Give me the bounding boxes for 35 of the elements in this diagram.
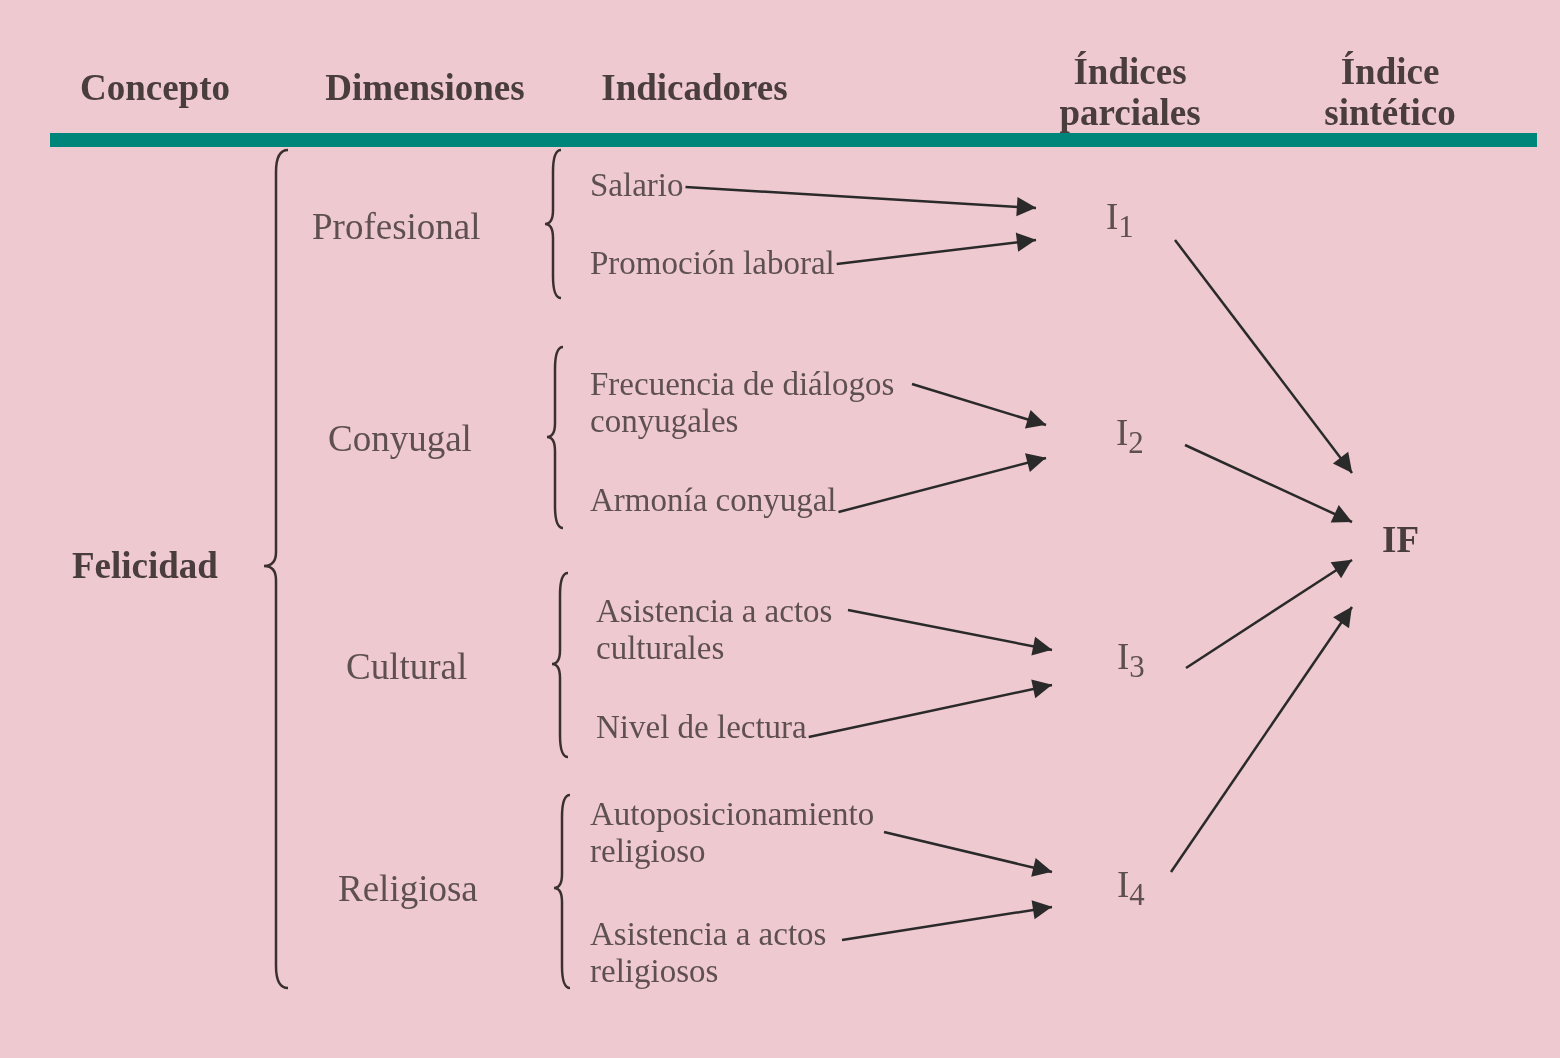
column-header: Dimensiones — [324, 68, 526, 109]
indicator-label: Asistencia a actos culturales — [596, 593, 834, 667]
arrow — [841, 900, 1053, 942]
arrow — [808, 679, 1053, 739]
arrow — [911, 382, 1047, 429]
index-label: I$_{1}$ — [1106, 195, 1134, 245]
arrow — [1169, 606, 1354, 873]
indicator-label: Asistencia a actos religiosos — [590, 916, 828, 990]
arrow — [685, 185, 1037, 217]
column-header: Concepto — [78, 68, 231, 109]
dimension-label: Profesional — [312, 206, 481, 248]
indicator-label: Nivel de lectura — [596, 708, 807, 746]
dimension-label: Religiosa — [338, 868, 478, 910]
indicator-label: Promoción laboral — [590, 244, 835, 282]
column-header: Índice sintético — [1323, 52, 1457, 134]
dimension-label: Conyugal — [328, 418, 472, 460]
arrow — [1174, 239, 1353, 474]
indicator-label: Autoposicionamiento religioso — [590, 796, 876, 870]
arrow — [1185, 558, 1353, 670]
column-header: Indicadores — [600, 68, 789, 109]
dimension-label: Cultural — [346, 646, 468, 688]
arrow — [847, 608, 1053, 656]
concept-label: Felicidad — [72, 545, 218, 587]
column-header: Índices parciales — [1058, 52, 1202, 134]
index-label: I$_{2}$ — [1116, 411, 1144, 461]
index-label: I$_{3}$ — [1117, 635, 1145, 685]
indicator-label: Salario — [590, 166, 684, 204]
indicator-label: Armonía conyugal — [590, 481, 837, 519]
index-label: IF — [1382, 519, 1419, 561]
arrow — [838, 453, 1047, 514]
indicator-label: Frecuencia de diálogos conyugales — [590, 366, 896, 440]
arrow — [1184, 443, 1353, 524]
index-label: I$_{4}$ — [1117, 863, 1145, 913]
arrow — [883, 830, 1053, 877]
arrow — [836, 232, 1037, 266]
